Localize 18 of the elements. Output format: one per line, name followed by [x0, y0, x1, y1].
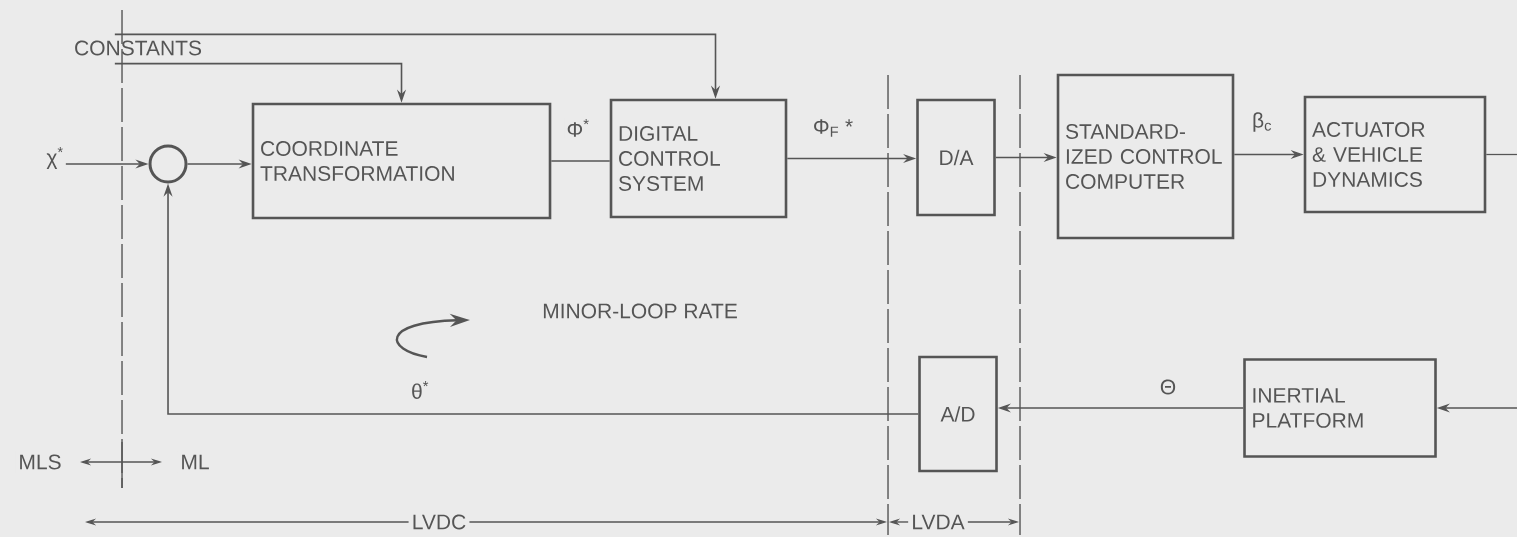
loop-label: MINOR-LOOP RATE [539, 300, 741, 322]
edge-label: θ$^{*}$ [409, 379, 431, 401]
process-box: COORDINATE TRANSFORMATION [251, 102, 552, 220]
edge-label: β$_{c}$ [1250, 110, 1274, 134]
converter-box: D/A [916, 98, 996, 217]
input-label: CONSTANTS [75, 40, 202, 56]
region-label: ML [177, 451, 213, 473]
process-box: DIGITAL CONTROL SYSTEM [609, 98, 788, 219]
region-label: MLS [15, 451, 65, 473]
process-box: ACTUATOR & VEHICLE DYNAMICS [1303, 95, 1487, 214]
edge-label: Φ$^{*}$ [564, 117, 592, 139]
converter-box: A/D [918, 355, 998, 473]
input-label: χ$^{*}$ [46, 147, 63, 169]
process-box: STANDARD-IZED CONTROL COMPUTER [1056, 73, 1235, 240]
edge-label: Φ$_{F}$ * [810, 117, 856, 139]
dimension-label: LVDA [908, 511, 968, 533]
process-box: INERTIAL PLATFORM [1243, 358, 1437, 458]
summing-junction [148, 144, 188, 184]
